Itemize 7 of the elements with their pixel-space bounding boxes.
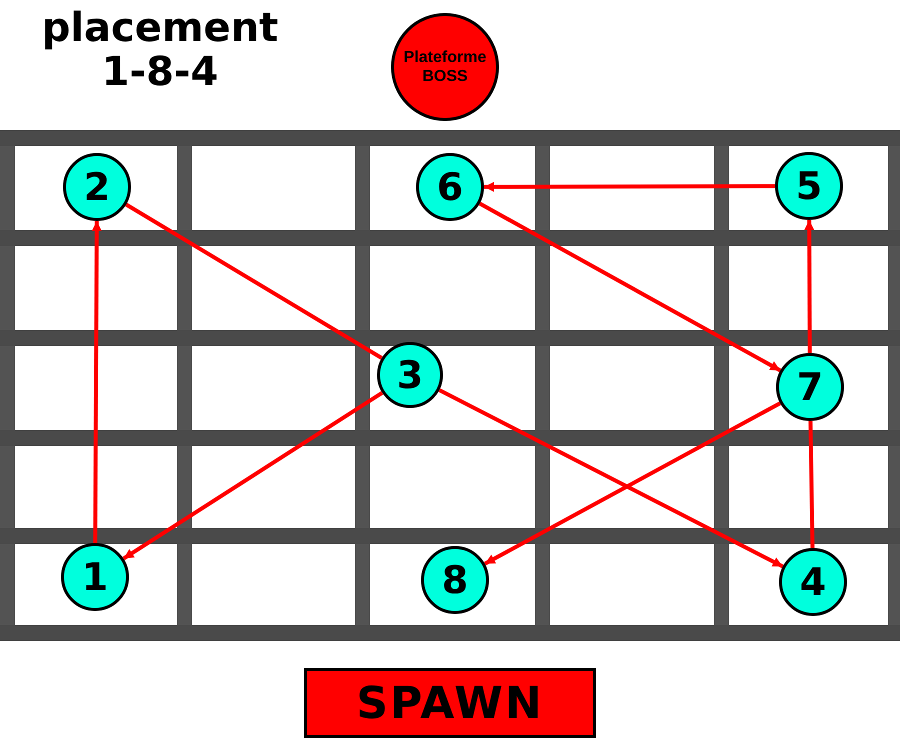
- platform-circle: Plateforme BOSS: [391, 13, 499, 121]
- position-marker: 2: [63, 153, 131, 221]
- arrow: [484, 182, 775, 192]
- position-marker: 6: [416, 153, 484, 221]
- spawn-area: SPAWN: [304, 668, 596, 738]
- title: placement 1-8-4: [40, 6, 280, 94]
- position-marker: 5: [775, 152, 843, 220]
